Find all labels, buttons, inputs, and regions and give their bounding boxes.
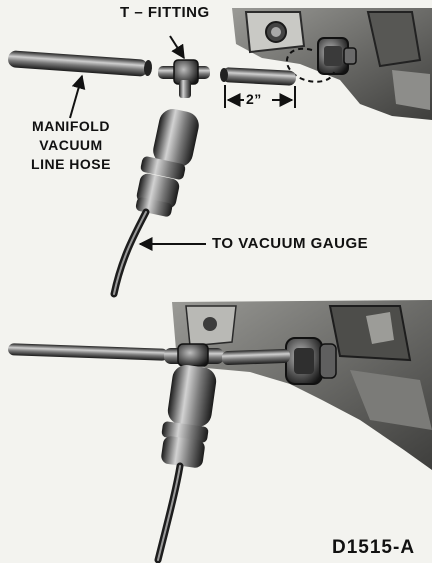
manifold-vacuum-line-hose bbox=[8, 50, 153, 77]
t-fitting bbox=[158, 59, 210, 98]
figure-code: D1515-A bbox=[332, 537, 416, 558]
carburetor-vacuum-port-top bbox=[317, 37, 357, 75]
assembled-vacuum-line bbox=[8, 343, 291, 367]
carburetor-vacuum-port-bottom bbox=[285, 337, 337, 385]
gauge-hose-fitting-top bbox=[135, 109, 199, 217]
gauge-hose-fitting-bottom bbox=[161, 365, 217, 468]
manifold-label-line-1: MANIFOLD bbox=[32, 118, 110, 134]
dimension-label: 2” bbox=[246, 91, 262, 107]
manifold-label-line-3: LINE HOSE bbox=[31, 156, 111, 172]
dimension-indicator bbox=[224, 85, 296, 108]
manifold-label-line-2: VACUUM bbox=[39, 137, 103, 153]
t-fitting-label: T – FITTING bbox=[120, 4, 210, 21]
t-fitting-leader bbox=[169, 35, 185, 60]
vacuum-gauge-label: TO VACUUM GAUGE bbox=[212, 235, 369, 252]
manifold-hose-label: MANIFOLD VACUUM LINE HOSE bbox=[4, 117, 138, 174]
short-hose-segment bbox=[220, 67, 296, 86]
gauge-line-top bbox=[110, 208, 150, 298]
manifold-leader bbox=[69, 74, 86, 119]
